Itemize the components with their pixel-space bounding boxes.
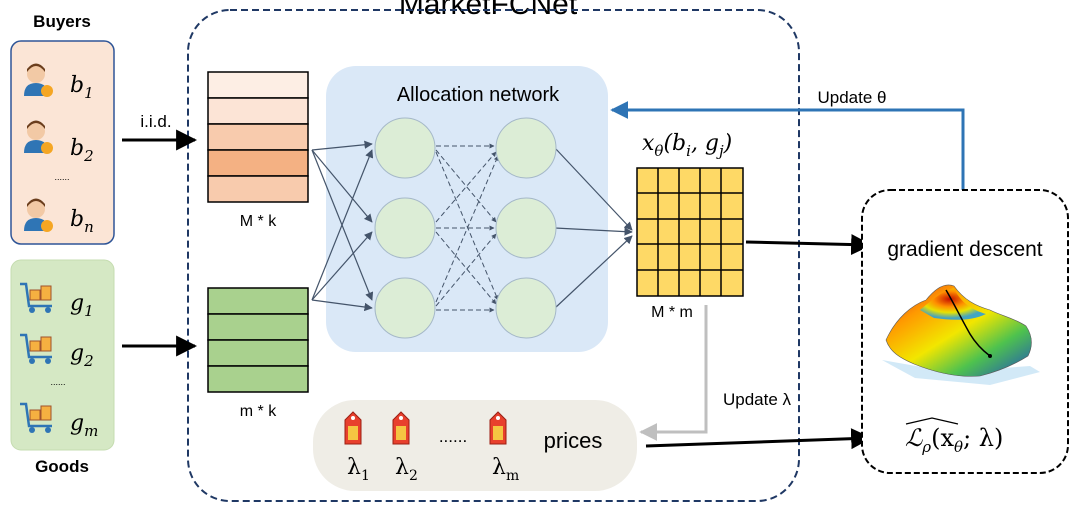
shopping-cart-icon xyxy=(20,333,52,364)
loss-hat xyxy=(905,417,959,425)
allocation-to-gradient-arrow xyxy=(745,234,873,256)
allocation-output-label: xθ(bi, gj) xyxy=(642,131,732,160)
update-lambda-arrow xyxy=(639,305,708,441)
loss-surface-image xyxy=(882,284,1040,385)
buyer-icon xyxy=(24,120,53,154)
prices-to-gradient-arrow xyxy=(645,428,873,450)
prices-ellipsis: ...... xyxy=(439,427,467,446)
svg-text:g1: g1 xyxy=(70,291,94,320)
output-matrix-label: M * m xyxy=(651,304,693,321)
buyers-panel xyxy=(10,40,115,245)
svg-text:g2: g2 xyxy=(70,341,94,370)
goods-heading: Goods xyxy=(35,457,89,476)
goods-panel xyxy=(10,259,115,451)
hidden-edges xyxy=(435,143,499,313)
iid-label: i.i.d. xyxy=(140,112,171,131)
price-lambda-1: λ1 xyxy=(347,455,370,484)
buyer-icon xyxy=(24,198,53,232)
update-theta-label: Update θ xyxy=(818,88,887,107)
buyers-ellipsis: ...... xyxy=(54,172,69,182)
shopping-cart-icon xyxy=(20,282,52,313)
shopping-cart-icon xyxy=(20,402,52,433)
update-theta-arrow xyxy=(610,101,965,218)
svg-text:bn: bn xyxy=(70,207,94,236)
allocation-network-label: Allocation network xyxy=(397,84,560,106)
allocation-matrix xyxy=(636,167,744,297)
price-tag-icon xyxy=(489,411,507,445)
neuron-layer-1 xyxy=(374,117,436,339)
allocation-matrix-grid xyxy=(637,168,743,296)
input-edges xyxy=(311,140,374,312)
buyer-embedding-matrix xyxy=(207,71,309,203)
svg-text:b2: b2 xyxy=(70,136,94,165)
goods-ellipsis: ...... xyxy=(50,377,65,387)
output-edges xyxy=(554,147,633,309)
price-tag-icon xyxy=(344,411,362,445)
buyers-heading: Buyers xyxy=(33,12,91,31)
buyer-matrix-label: M * k xyxy=(240,213,277,230)
loss-label: ℒρ(xθ; λ) xyxy=(905,424,1003,456)
marketfcnet-container xyxy=(187,9,800,502)
neuron-layer-2 xyxy=(495,117,557,339)
goods-embedding-matrix xyxy=(207,287,309,393)
price-lambda-2: λ2 xyxy=(395,455,418,484)
svg-text:gm: gm xyxy=(70,411,98,440)
buyer-icon xyxy=(24,63,53,97)
goods-matrix-label: m * k xyxy=(240,403,277,420)
svg-text:b1: b1 xyxy=(70,73,94,102)
gradient-descent-label: gradient descent xyxy=(887,238,1042,261)
prices-label: prices xyxy=(544,428,603,453)
price-tag-icon xyxy=(392,411,410,445)
update-lambda-label: Update λ xyxy=(723,390,792,409)
price-lambda-m: λm xyxy=(492,455,519,484)
allocation-network-panel xyxy=(326,66,608,352)
